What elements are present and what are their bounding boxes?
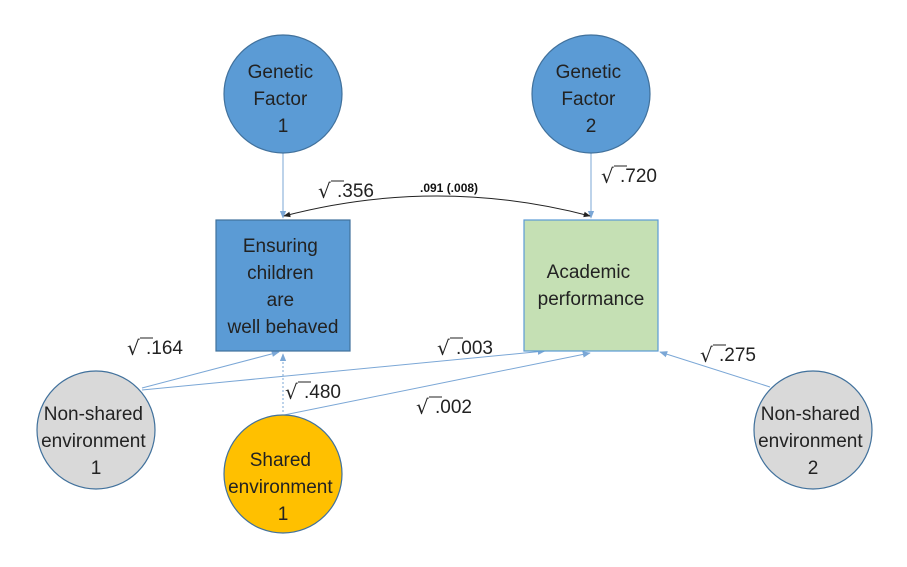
sqrt-icon: √	[416, 395, 429, 419]
coef-ns1-academic: √ .003	[437, 336, 493, 360]
coef-correlation: .091 (.008)	[420, 181, 478, 195]
node-label-line: Shared	[250, 450, 311, 471]
path-ns2-academic	[659, 351, 771, 388]
coef-ns1-behaved: √ .164	[127, 336, 183, 360]
node-non-shared-environment-1: Non-shared environment 1	[36, 370, 156, 490]
coef-value: .356	[337, 181, 374, 202]
node-label-line: well behaved	[227, 317, 339, 338]
node-label-line: 1	[278, 504, 289, 525]
svg-text:Genetic Factor: Genetic Factor 1	[248, 62, 319, 137]
node-label-line: Academic	[547, 262, 630, 283]
coef-value: .275	[719, 345, 756, 366]
coef-value: .091 (.008)	[420, 181, 478, 195]
coef-s1-behaved: √ .480	[285, 380, 341, 404]
sqrt-icon: √	[127, 336, 140, 360]
node-label-line: are	[267, 290, 294, 311]
path-ns1-academic	[141, 348, 546, 391]
coef-g1-behaved: √ .356	[318, 179, 374, 203]
svg-text:Non-shared environment: Non-shared environment 2	[758, 404, 868, 479]
node-genetic-factor-2: Genetic Factor 2	[531, 34, 651, 154]
path-ns1-behaved	[141, 350, 280, 389]
node-label-line: environment	[758, 431, 863, 452]
node-academic-performance: Academic performance	[523, 219, 659, 352]
node-genetic-factor-1: Genetic Factor 1	[223, 34, 343, 154]
coef-value: .164	[146, 338, 183, 359]
node-label-line: Factor	[561, 89, 616, 110]
sqrt-icon: √	[318, 179, 331, 203]
svg-text:Academic performance: Academic performance	[538, 262, 645, 310]
node-non-shared-environment-2: Non-shared environment 2	[753, 370, 873, 490]
coef-value: .720	[620, 166, 657, 187]
node-label-line: Genetic	[556, 62, 621, 83]
svg-text:Genetic Factor: Genetic Factor 2	[556, 62, 627, 137]
sqrt-icon: √	[700, 343, 713, 367]
correlation-curve	[283, 195, 591, 218]
node-label-line: 1	[91, 458, 102, 479]
node-ensuring-children-well-behaved: Ensuring children are well behaved	[215, 219, 351, 352]
node-label-line: Non-shared	[761, 404, 860, 425]
node-label-line: 2	[586, 116, 597, 137]
sqrt-icon: √	[601, 164, 614, 188]
sqrt-icon: √	[285, 380, 298, 404]
svg-text:Non-shared environment: Non-shared environment 1	[41, 404, 151, 479]
coef-value: .480	[304, 382, 341, 403]
node-label-line: 1	[278, 116, 289, 137]
svg-text:Shared environment: Shared environment 1	[228, 450, 338, 525]
node-label-line: performance	[538, 289, 645, 310]
node-label-line: environment	[228, 477, 333, 498]
node-label-line: children	[247, 263, 314, 284]
coef-s1-academic: √ .002	[416, 395, 472, 419]
coef-value: .003	[456, 338, 493, 359]
node-label-line: Non-shared	[44, 404, 143, 425]
path-s1-academic	[283, 351, 591, 416]
svg-text:Ensuring children: Ensuring children are well behaved	[227, 236, 339, 338]
coef-g2-academic: √ .720	[601, 164, 657, 188]
coef-value: .002	[435, 397, 472, 418]
sqrt-icon: √	[437, 336, 450, 360]
node-label-line: Genetic	[248, 62, 313, 83]
node-label-line: 2	[808, 458, 819, 479]
node-label-line: environment	[41, 431, 146, 452]
node-label-line: Ensuring	[243, 236, 318, 257]
node-shared-environment-1: Shared environment 1	[223, 414, 343, 534]
node-label-line: Factor	[253, 89, 308, 110]
coef-ns2-academic: √ .275	[700, 343, 756, 367]
